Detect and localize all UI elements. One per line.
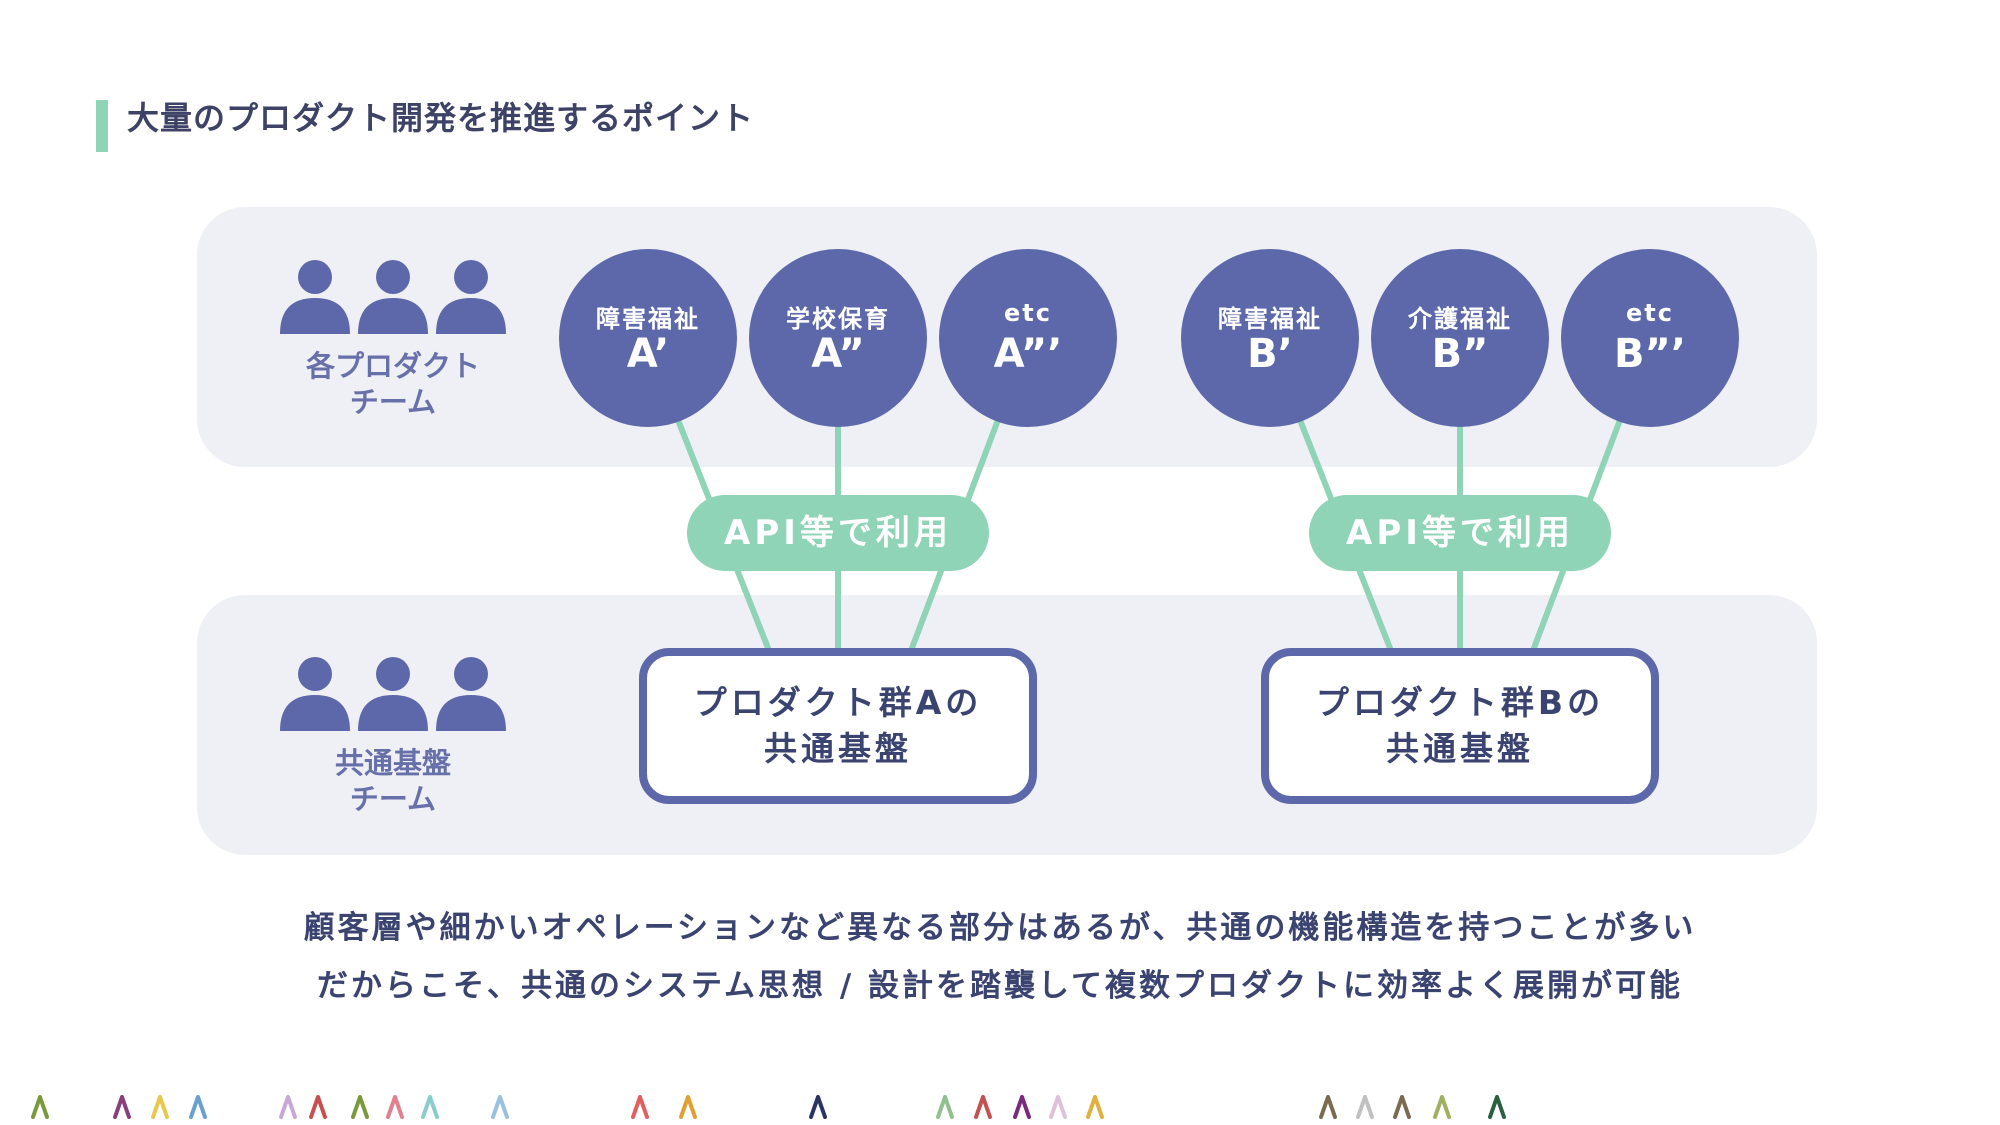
product-domain: 介護福祉: [1408, 305, 1512, 333]
platform-box-line2: 共通基盤: [1386, 729, 1534, 768]
product-domain: 障害福祉: [1218, 305, 1322, 333]
mascot-icon: [386, 1095, 404, 1119]
product-circle: etc A”’: [939, 249, 1117, 427]
mascot-icon: [936, 1095, 954, 1119]
platform-team-label-line1: 共通基盤: [334, 746, 451, 780]
mascot-icon: [1356, 1095, 1374, 1119]
caption-line-1: 顧客層や細かいオペレーションなど異なる部分はあるが、共通の機能構造を持つことが多…: [303, 910, 1697, 946]
title-accent-bar: [96, 100, 108, 152]
mascot-icon: [1049, 1095, 1067, 1119]
mascot-icon: [351, 1095, 369, 1119]
mascot-icon: [31, 1095, 49, 1119]
mascot-icon: [1086, 1095, 1104, 1119]
mascot-icon: [279, 1095, 297, 1119]
mascot-icon: [1013, 1095, 1031, 1119]
mascot-icon: [1488, 1095, 1506, 1119]
platform-box-line1: プロダクト群Bの: [1315, 683, 1605, 722]
platform-box-line1: プロダクト群Aの: [693, 683, 983, 722]
mascot-icon: [421, 1095, 439, 1119]
platform-team-label-line2: チーム: [349, 782, 437, 816]
mascot-icon: [491, 1095, 509, 1119]
api-connector-pill: API等で利用: [1309, 495, 1611, 571]
product-circle: 介護福祉 B”: [1371, 249, 1549, 427]
product-circle: etc B”’: [1561, 249, 1739, 427]
product-team-label-line1: 各プロダクト: [305, 349, 480, 383]
mascot-icon: [113, 1095, 131, 1119]
caption-line-2: だからこそ、共通のシステム思想 / 設計を踏襲して複数プロダクトに効率よく展開が…: [316, 968, 1684, 1004]
product-code: A”’: [993, 331, 1063, 377]
mascot-icon: [974, 1095, 992, 1119]
product-circle: 学校保育 A”: [749, 249, 927, 427]
api-connector-pill: API等で利用: [687, 495, 989, 571]
product-code: B”’: [1614, 331, 1686, 377]
product-domain: 学校保育: [786, 305, 890, 333]
product-domain: etc: [1626, 299, 1674, 327]
mascot-icon: [679, 1095, 697, 1119]
platform-box-a: プロダクト群Aの 共通基盤: [639, 648, 1037, 804]
mascot-icon: [1393, 1095, 1411, 1119]
product-domain: etc: [1004, 299, 1052, 327]
mascot-icon: [1319, 1095, 1337, 1119]
product-circle: 障害福祉 B’: [1181, 249, 1359, 427]
platform-box-line2: 共通基盤: [764, 729, 912, 768]
product-team-label-line2: チーム: [349, 385, 437, 419]
product-code: A”: [811, 331, 865, 377]
product-code: A’: [626, 331, 670, 377]
product-code: B’: [1247, 331, 1293, 377]
mascot-icon: [189, 1095, 207, 1119]
mascot-icon: [1433, 1095, 1451, 1119]
people-group-icon: [280, 657, 506, 731]
product-domain: 障害福祉: [596, 305, 700, 333]
platform-team-label: 共通基盤 チーム: [263, 745, 523, 817]
mascot-strip: [0, 1095, 2000, 1125]
people-group-icon: [280, 260, 506, 334]
product-team-label: 各プロダクト チーム: [263, 348, 523, 420]
platform-box-b: プロダクト群Bの 共通基盤: [1261, 648, 1659, 804]
product-circle: 障害福祉 A’: [559, 249, 737, 427]
mascot-icon: [151, 1095, 169, 1119]
mascot-icon: [809, 1095, 827, 1119]
product-code: B”: [1431, 331, 1489, 377]
mascot-icon: [631, 1095, 649, 1119]
mascot-icon: [309, 1095, 327, 1119]
page-title: 大量のプロダクト開発を推進するポイント: [127, 99, 755, 137]
